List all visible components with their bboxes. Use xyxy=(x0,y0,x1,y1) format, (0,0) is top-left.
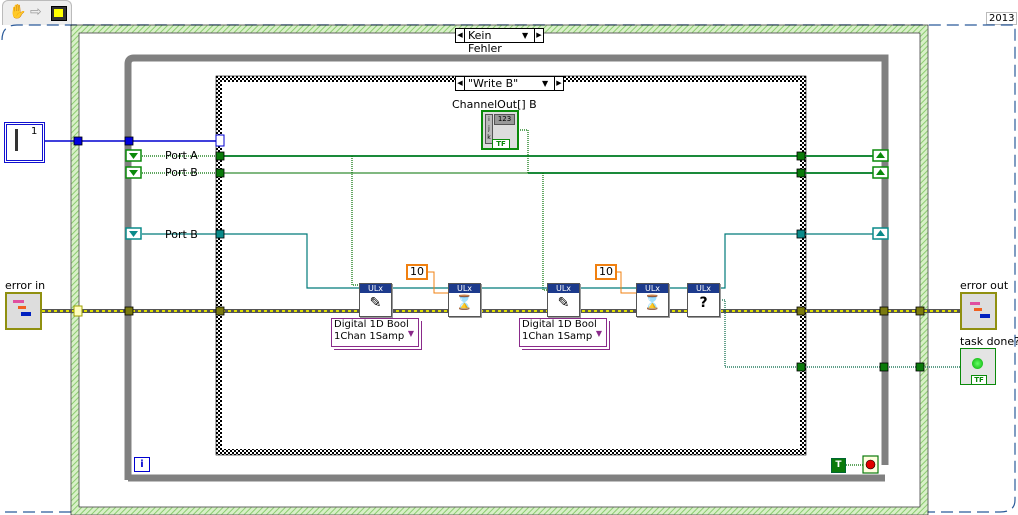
tunnel xyxy=(124,136,134,146)
ulx-is-done-node[interactable]: ULx? xyxy=(687,283,720,317)
ulx-wait-node[interactable]: ULx ⌛ xyxy=(636,283,669,317)
ring-line2: 1Chan 1Samp xyxy=(334,331,405,342)
tunnel xyxy=(796,151,806,161)
error-in-control[interactable] xyxy=(5,292,42,330)
wait-icon: ⌛ xyxy=(643,295,662,311)
bool-label: TF xyxy=(492,139,510,149)
stop-icon xyxy=(865,459,876,470)
decrement-arrow-icon[interactable]: ◀ xyxy=(456,77,465,90)
slider-icon xyxy=(15,129,18,151)
timeout-constant[interactable]: 10 xyxy=(406,264,428,280)
index-value: 1 xyxy=(31,126,38,137)
task-done-label: task done? xyxy=(960,335,1018,348)
decrement-arrow-icon[interactable]: ◀ xyxy=(456,29,465,42)
channel-out-label: ChannelOut[] B xyxy=(452,98,537,111)
node-header: ULx xyxy=(548,284,579,293)
error-in-label: error in xyxy=(5,279,46,292)
dropdown-arrow-icon: ▼ xyxy=(595,329,602,338)
dropdown-arrow-icon[interactable]: ▼ xyxy=(542,79,549,88)
tunnel xyxy=(796,362,806,372)
ring-line1: Digital 1D Bool xyxy=(334,319,409,330)
tunnel xyxy=(215,229,225,239)
increment-arrow-icon[interactable]: ▶ xyxy=(554,77,563,90)
wait-icon: ⌛ xyxy=(455,295,474,311)
hand-icon[interactable]: ✋ xyxy=(9,4,27,20)
dropdown-arrow-icon[interactable]: ▼ xyxy=(522,31,529,40)
ulx-wait-node[interactable]: ULx ⌛ xyxy=(448,283,481,317)
tunnel xyxy=(215,168,225,178)
inner-case-selector[interactable]: ◀ "Write B" ▼ ▶ xyxy=(455,76,564,91)
tunnel xyxy=(124,306,134,316)
while-loop xyxy=(124,54,889,482)
task-done-indicator[interactable]: TF xyxy=(960,348,996,385)
is-done-icon: ? xyxy=(699,295,708,311)
increment-arrow-icon[interactable]: ▶ xyxy=(534,29,543,42)
tunnel xyxy=(215,151,225,161)
type-label: 123 xyxy=(494,114,515,125)
tunnel xyxy=(215,306,225,316)
dropdown-arrow-icon: ▼ xyxy=(407,329,414,338)
tunnel xyxy=(915,362,925,372)
outer-case-selector[interactable]: ◀ Kein Fehler ▼ ▶ xyxy=(455,28,544,55)
tunnel xyxy=(796,306,806,316)
error-out-label: error out xyxy=(960,279,1009,292)
tunnel xyxy=(796,168,806,178)
ring-line1: Digital 1D Bool xyxy=(522,319,597,330)
tunnel xyxy=(73,136,83,146)
ulx-write-node[interactable]: ULx ✎ xyxy=(547,283,580,317)
tunnel xyxy=(879,306,889,316)
write-icon: ✎ xyxy=(369,295,382,311)
bool-label: TF xyxy=(971,375,987,385)
tunnel xyxy=(796,229,806,239)
toolbar-tab: ✋ ⇨ xyxy=(2,0,72,25)
case-selector-terminal xyxy=(73,305,83,317)
true-constant[interactable]: T xyxy=(831,458,846,473)
port-a-label: Port A xyxy=(165,149,198,162)
ulx-write-node[interactable]: ULx ✎ xyxy=(359,283,392,317)
port-b-label: Port B xyxy=(165,166,198,179)
node-header: ULx xyxy=(688,284,719,293)
index-control[interactable]: 1 xyxy=(4,122,45,163)
ring-line2: 1Chan 1Samp xyxy=(522,331,593,342)
case-selector-terminal xyxy=(215,134,225,147)
node-header: ULx xyxy=(637,284,668,293)
write-icon: ✎ xyxy=(557,295,570,311)
arrow-icon[interactable]: ⇨ xyxy=(30,4,42,20)
tunnel xyxy=(879,362,889,372)
diagram-frame xyxy=(1,24,1016,513)
tunnel xyxy=(915,306,925,316)
timeout-constant[interactable]: 10 xyxy=(595,264,617,280)
node-header: ULx xyxy=(449,284,480,293)
vi-icon[interactable] xyxy=(51,6,67,21)
error-out-indicator[interactable] xyxy=(960,292,997,330)
node-header: ULx xyxy=(360,284,391,293)
led-icon xyxy=(972,358,983,369)
iteration-terminal: i xyxy=(134,457,150,472)
port-b-teal-label: Port B xyxy=(165,228,198,241)
